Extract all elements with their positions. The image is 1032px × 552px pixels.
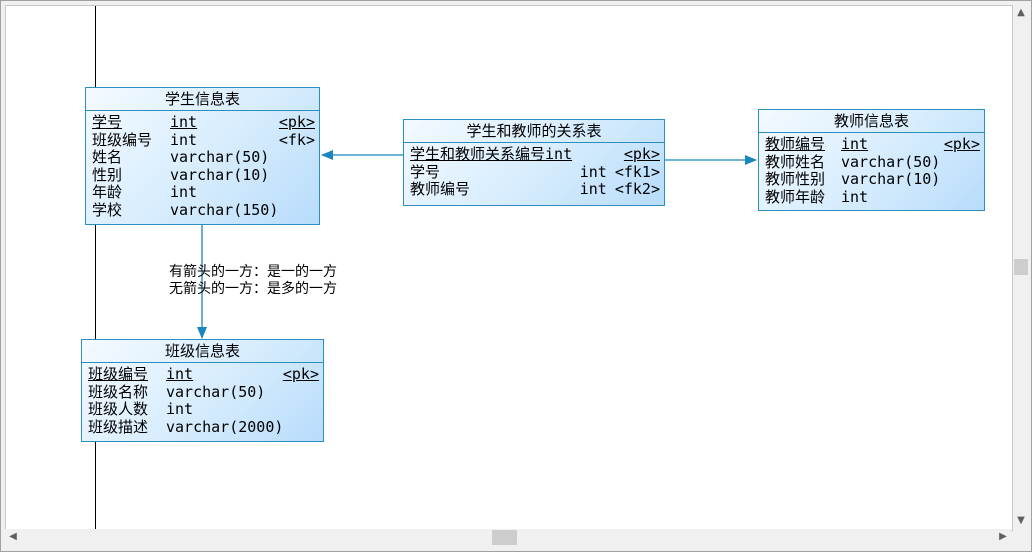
down-arrow-icon[interactable]: ▼ — [1017, 515, 1025, 526]
horizontal-scroll-thumb[interactable] — [492, 530, 517, 545]
entity-title: 学生和教师的关系表 — [404, 120, 664, 143]
cardinality-note: 有箭头的一方：是一的一方 无箭头的一方：是多的一方 — [169, 264, 337, 298]
vertical-scrollbar[interactable]: ▲ ▼ — [1013, 5, 1029, 529]
note-line-one: 有箭头的一方：是一的一方 — [169, 264, 337, 280]
right-arrow-icon[interactable]: ▶ — [999, 531, 1007, 542]
scrollbar-corner — [1013, 529, 1029, 546]
entity-title: 教师信息表 — [759, 110, 984, 133]
vertical-scroll-thumb[interactable] — [1014, 259, 1028, 275]
up-arrow-icon[interactable]: ▲ — [1017, 7, 1025, 18]
horizontal-scrollbar[interactable]: ◀ ▶ — [5, 529, 1011, 546]
entity-title: 学生信息表 — [86, 88, 319, 111]
note-line-two: 无箭头的一方：是多的一方 — [169, 281, 337, 297]
connectors — [197, 150, 757, 339]
left-arrow-icon[interactable]: ◀ — [9, 531, 17, 542]
entity-title: 班级信息表 — [82, 340, 323, 363]
page-boundary-line — [95, 6, 96, 530]
